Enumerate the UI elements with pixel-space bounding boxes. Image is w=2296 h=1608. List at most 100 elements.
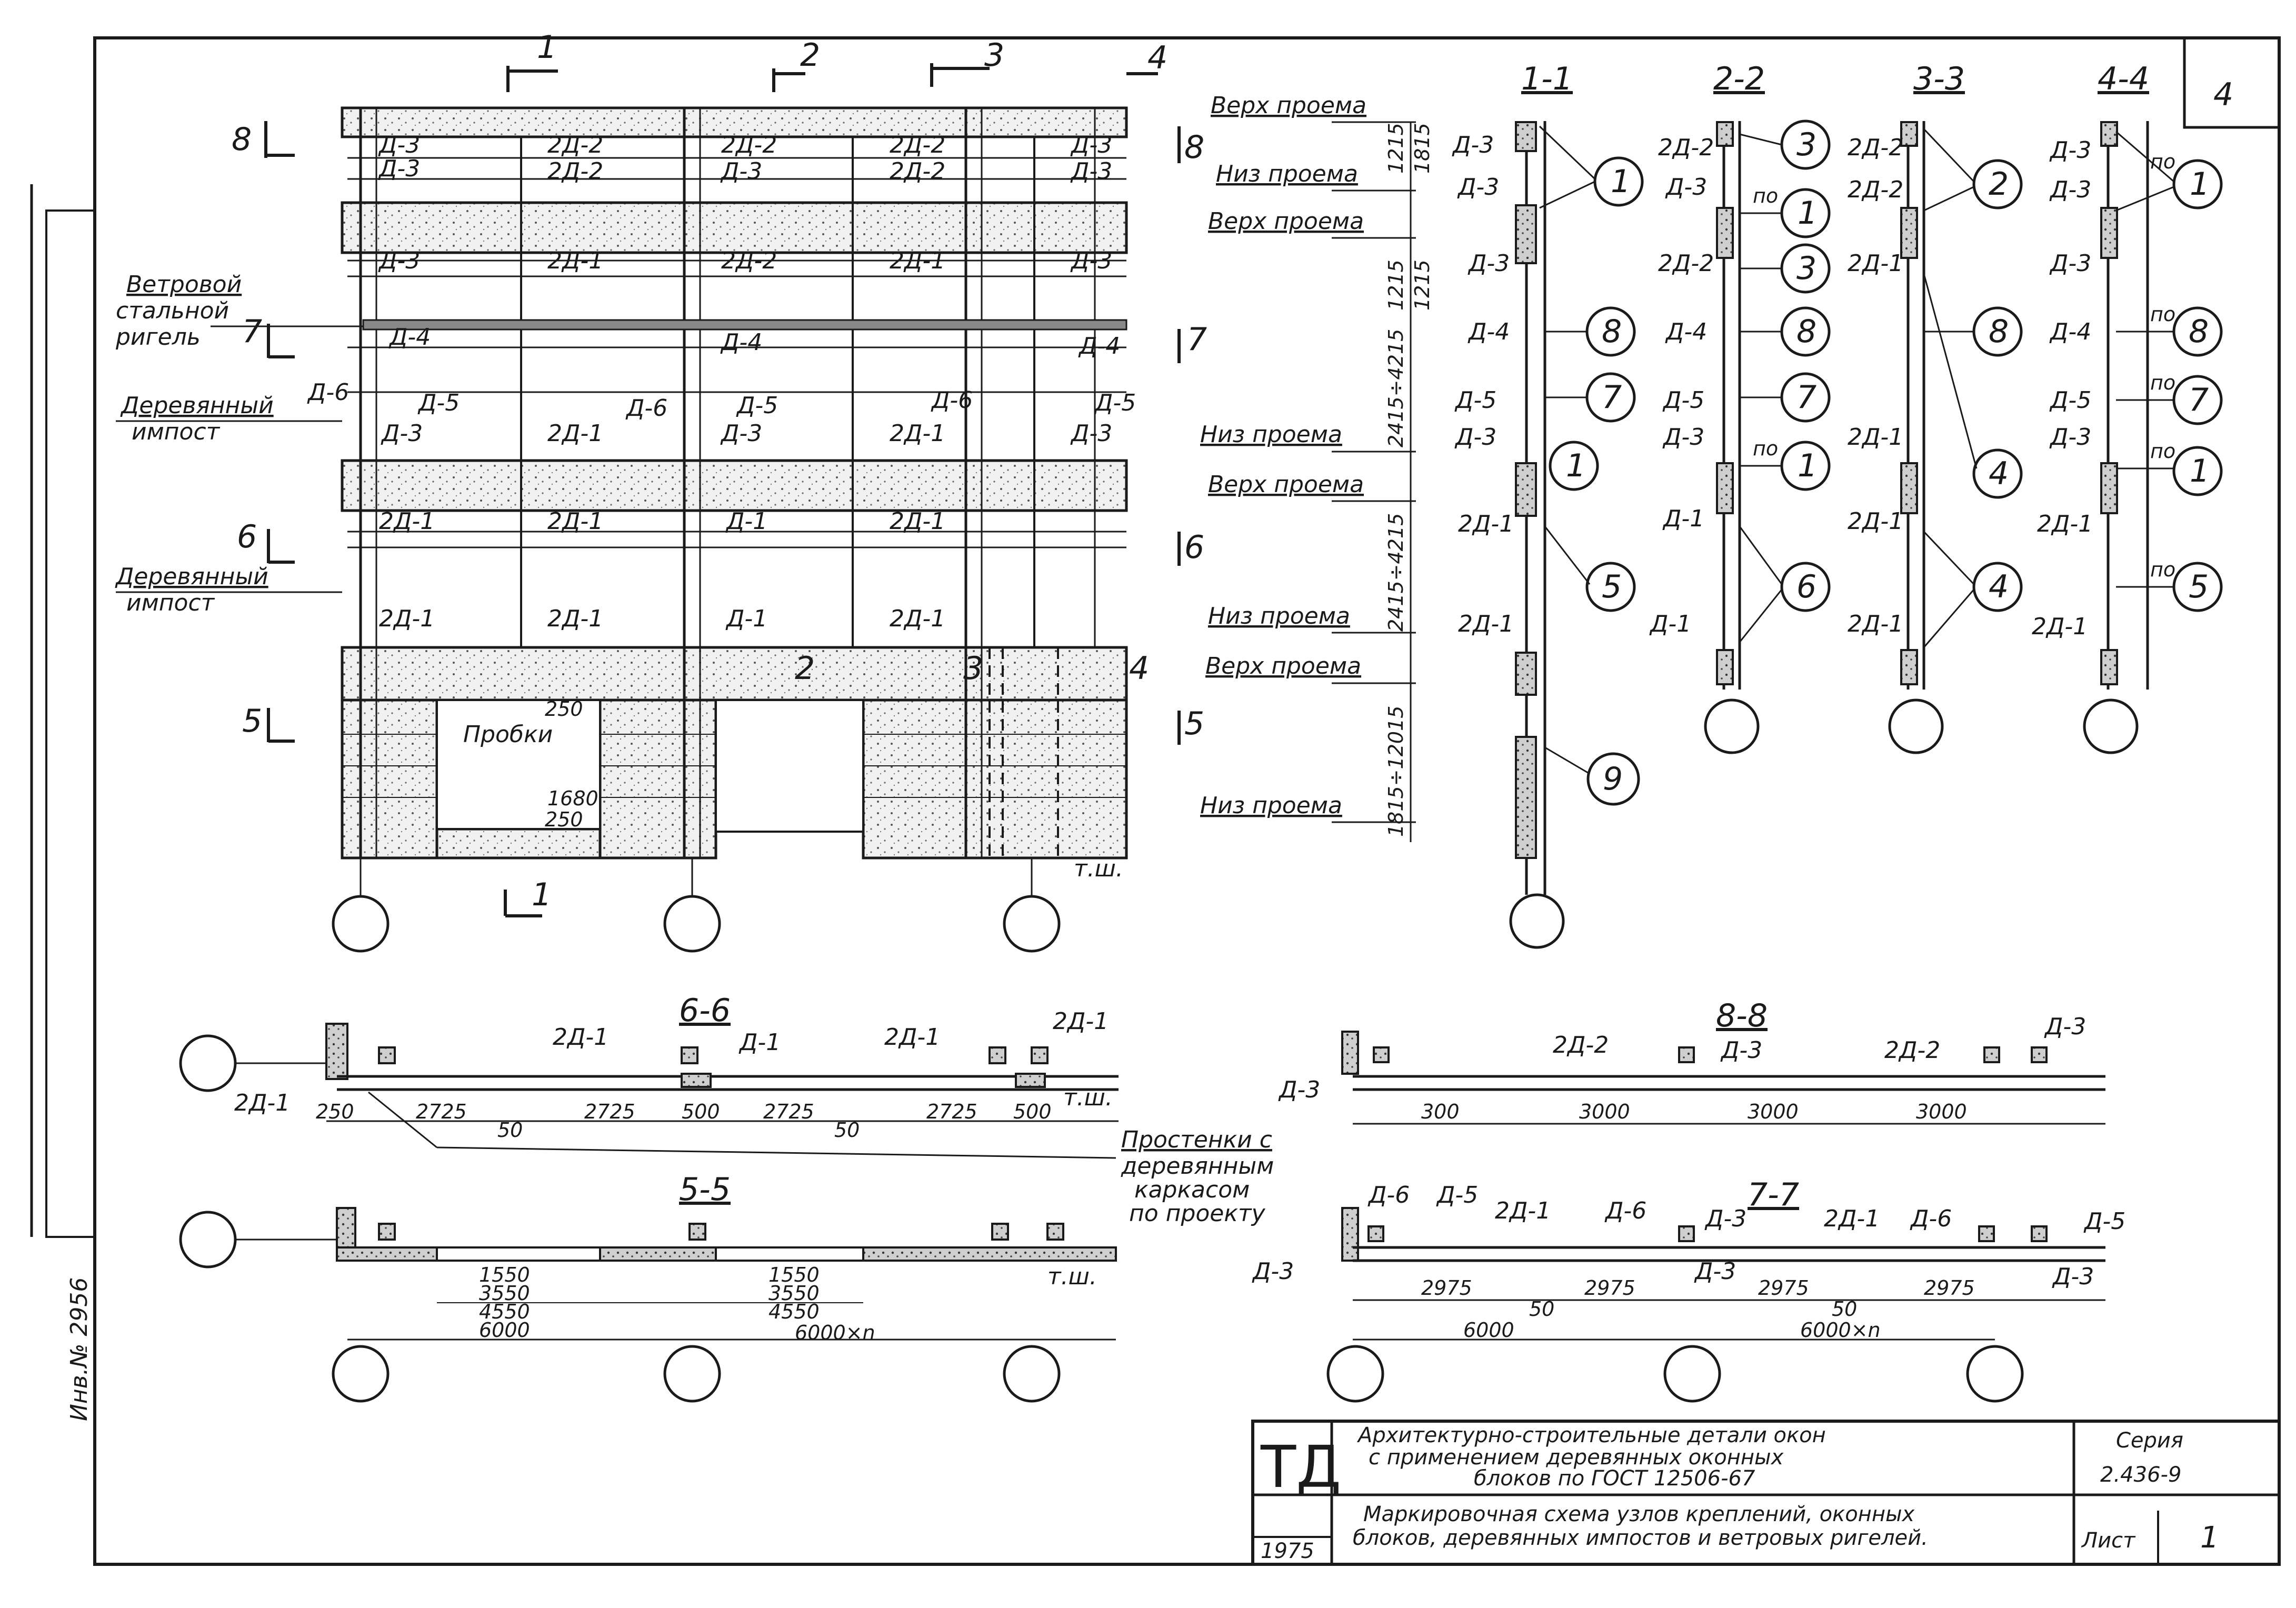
tag-2d1: 2Д-1 — [884, 1024, 940, 1051]
cut-3-mid: 3 — [963, 650, 983, 687]
leader — [1739, 133, 1782, 146]
tag-d3: Д-3 — [2049, 250, 2091, 277]
tag-2d1: 2Д-1 — [1848, 424, 1903, 451]
section-block — [1716, 207, 1734, 259]
node-num: 2 — [1989, 166, 2009, 203]
node-num: 4 — [1989, 455, 2009, 492]
node-num: 7 — [2189, 382, 2209, 418]
level-mark: Низ проема — [1216, 161, 1358, 187]
tag-2d1: 2Д-1 — [2032, 613, 2088, 640]
tag-d3: Д-3 — [1704, 1205, 1746, 1232]
cut-mark — [506, 66, 558, 92]
tb-subtitle: блоков, деревянных импостов и ветровых р… — [1353, 1526, 1928, 1550]
node-num: 3 — [1796, 126, 1816, 163]
tag-2d2: 2Д-2 — [721, 132, 777, 158]
tag-2d1: 2Д-1 — [890, 247, 945, 274]
section-block — [1900, 207, 1918, 259]
wind-rigel-label: Ветровой — [126, 271, 242, 298]
node-num: 1 — [1798, 447, 1818, 484]
tb-title: Архитектурно-строительные детали окон — [1356, 1423, 1826, 1447]
leader — [1923, 589, 1975, 648]
leader — [1923, 273, 1978, 469]
level-mark: Низ проема — [1200, 421, 1342, 448]
section-block — [1515, 462, 1537, 517]
axis-circle — [332, 1345, 390, 1403]
slab-8 — [341, 201, 1128, 254]
section-block — [1900, 462, 1918, 514]
dim-text: 6000 — [1463, 1319, 1514, 1342]
tag-d5: Д-5 — [1454, 387, 1496, 414]
leader — [368, 1091, 437, 1148]
tags: Д-3 2Д-2 2Д-2 2Д-2 Д-3 Д-3 2Д-2 Д-3 2Д-2… — [307, 132, 1136, 882]
wood-impost-label: импост — [126, 590, 215, 616]
axis-circle — [1003, 895, 1061, 953]
tag-2d1: 2Д-1 — [234, 1090, 290, 1116]
node-num: 7 — [1602, 379, 1622, 416]
section-block — [1900, 649, 1918, 685]
tag-d4: Д-4 — [720, 329, 762, 356]
tag-d4: Д-4 — [1665, 318, 1707, 345]
axis-circle — [1888, 698, 1944, 754]
node-num: 8 — [1989, 313, 2009, 350]
node-num: 7 — [1796, 379, 1816, 416]
title-block-frame — [1251, 1420, 2281, 1566]
dim-text: 1550 — [768, 1263, 820, 1286]
cut-mark — [267, 324, 295, 358]
wood-impost-label: Деревянный — [115, 563, 268, 590]
node-num: 8 — [1602, 313, 1622, 350]
section-block — [2100, 207, 2118, 259]
tag-d3: Д-3 — [378, 132, 420, 158]
cut-4: 4 — [1147, 39, 1167, 76]
plan-node — [688, 1223, 706, 1241]
plan-node — [2031, 1046, 2048, 1063]
plan-node — [1983, 1046, 2000, 1063]
node-circle — [1586, 752, 1640, 806]
node-circle — [1549, 441, 1599, 491]
node-num: 5 — [2189, 568, 2209, 605]
slab-5 — [341, 646, 1128, 702]
tag-d5: Д-5 — [1094, 389, 1136, 416]
tag-2d1: 2Д-1 — [1848, 611, 1903, 637]
node-circle — [1972, 448, 2023, 499]
plan-node — [681, 1073, 712, 1088]
level-mark: Верх проема — [1208, 471, 1364, 498]
probki-dim: 250 — [545, 808, 583, 831]
node-num: 1 — [2190, 453, 2210, 490]
section-block — [1900, 121, 1918, 147]
cut-2-mid: 2 — [795, 650, 815, 687]
tag-d3: Д-3 — [2049, 176, 2091, 203]
plan-slab — [336, 1246, 438, 1262]
wall-mid — [598, 698, 717, 860]
section-4-4: 4-4 Д-3 Д-3 Д-3 Д-4 Д-5 Д-3 2Д-1 2Д-1 1 … — [2032, 61, 2223, 754]
side-strip — [45, 209, 96, 1238]
tag-2d2: 2Д-2 — [1884, 1037, 1940, 1064]
tag-2d1: 2Д-1 — [890, 605, 945, 632]
cut-7: 7 — [242, 313, 262, 350]
plan-note: каркасом — [1134, 1176, 1250, 1203]
plan-note: деревянным — [1121, 1153, 1274, 1180]
cut-mark — [264, 121, 295, 158]
sill-left — [435, 827, 602, 860]
tag-d3: Д-3 — [1278, 1076, 1320, 1103]
plan-wall — [1341, 1207, 1359, 1262]
tag-d3: Д-3 — [1457, 174, 1499, 201]
node-num: 8 — [2189, 313, 2209, 350]
section-block — [1515, 736, 1537, 859]
node-circle — [2172, 159, 2223, 209]
node-circle — [1780, 562, 1831, 612]
axis-circle — [1003, 1345, 1061, 1403]
sheet-number-box — [2183, 36, 2281, 129]
level-mark: Верх проема — [1208, 208, 1364, 235]
tag-d4: Д-4 — [388, 324, 431, 351]
opening-2 — [715, 699, 864, 833]
section-block — [2100, 121, 2118, 147]
plan-note: Простенки с — [1121, 1126, 1272, 1153]
slab-6 — [341, 459, 1128, 512]
section-block — [1515, 204, 1537, 264]
dim-text: 2725 — [584, 1100, 635, 1123]
tag-2d1: 2Д-1 — [547, 508, 603, 535]
dim-text: 4550 — [479, 1300, 530, 1323]
tb-title: с применением деревянных оконных — [1369, 1445, 1784, 1470]
tag-d3: Д-3 — [1070, 420, 1112, 447]
section-block — [1716, 462, 1734, 514]
